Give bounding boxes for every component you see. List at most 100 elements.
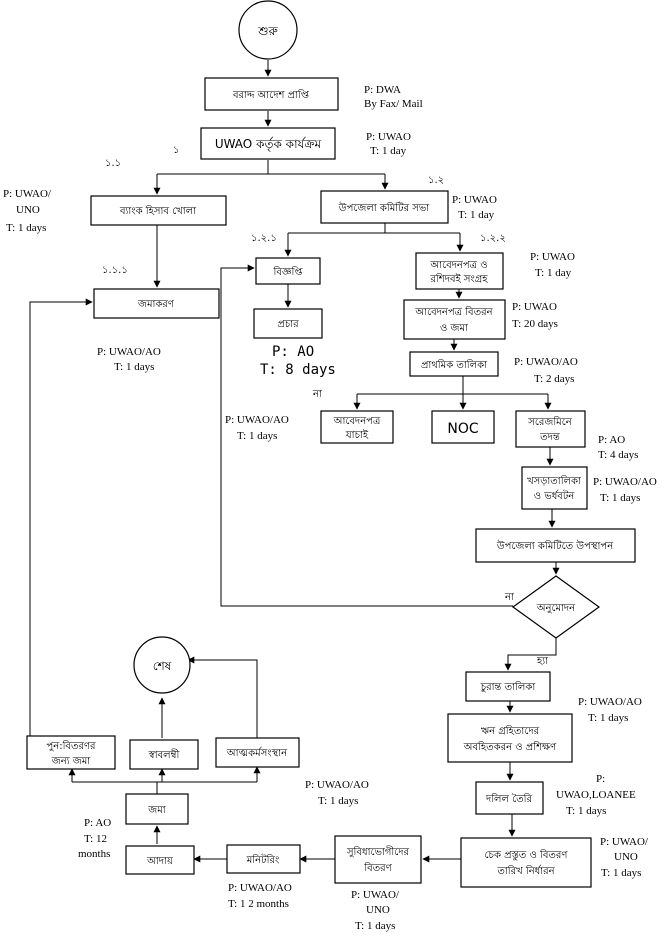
inform-train-label-2: অবহিতকরন ও প্রশিক্ষণ bbox=[463, 741, 557, 753]
note-benef-t: T: 1 days bbox=[355, 920, 395, 932]
connectors bbox=[29, 60, 560, 863]
note-deed-p2: UWAO,LOANEE bbox=[556, 789, 636, 801]
field-investigation-label-2: তদন্ত bbox=[539, 432, 561, 443]
cheque-label-1: চেক প্রস্তুত ও বিতরণ bbox=[485, 849, 569, 861]
note-draft-p: P: UWAO/AO bbox=[593, 476, 657, 488]
node-primary-list: প্রাথমিক তালিকা bbox=[409, 351, 499, 377]
upazila-meeting-label: উপজেলা কমিটির সভা bbox=[338, 201, 431, 214]
beneficiary-distribution-label-2: বিতরণ bbox=[363, 862, 392, 874]
self-employment-label: আত্মকর্মসংস্থান bbox=[226, 747, 288, 759]
note-dist-t: T: 20 days bbox=[512, 318, 558, 330]
field-investigation-label-1: সরেজমিনে bbox=[527, 416, 573, 428]
note-verify-t: T: 1 days bbox=[237, 430, 277, 442]
distribute-forms-label-1: আবেদনপত্র বিতরন bbox=[414, 306, 493, 318]
bank-account-label: ব্যাংক হিসাব খোলা bbox=[119, 205, 197, 217]
note-cheque-t: T: 1 days bbox=[601, 867, 641, 879]
note-meet-t: T: 1 day bbox=[458, 209, 495, 221]
note-redis-t: T: 1 days bbox=[318, 795, 358, 807]
distribute-forms-label-2: ও জমা bbox=[440, 323, 469, 334]
node-uwao-activity: UWAO কর্তৃক কার্যক্রম bbox=[200, 127, 336, 160]
note-bank-t: T: 1 days bbox=[6, 222, 46, 234]
note-uwao1-p: P: UWAO bbox=[366, 131, 411, 143]
node-end: শেষ bbox=[133, 636, 191, 694]
node-collection: আদায় bbox=[125, 845, 195, 875]
note-benef-p2: UNO bbox=[366, 904, 390, 916]
note-deposit-p: P: UWAO/AO bbox=[97, 346, 161, 358]
note-primary-t: T: 2 days bbox=[534, 373, 574, 385]
note-deed-p1: P: bbox=[596, 773, 605, 785]
deposit-2-label: জমা bbox=[147, 805, 166, 816]
note-cheque-p1: P: UWAO/ bbox=[600, 836, 649, 848]
note-collect-ao-t2: months bbox=[78, 848, 110, 860]
collection-label: আদায় bbox=[146, 856, 174, 867]
note-train-p: P: UWAO/AO bbox=[578, 696, 642, 708]
note-dist-p: P: UWAO bbox=[512, 301, 557, 313]
notice-label: বিজ্ঞপ্তি bbox=[272, 266, 303, 278]
node-allocation-order: বরাদ্দ আদেশ প্রাপ্তি bbox=[204, 77, 339, 111]
notes: P: DWA By Fax/ Mail P: UWAO T: 1 day P: … bbox=[3, 84, 657, 932]
step-labels: ১ ১.১ ১.১.১ ১.২ ১.২.১ ১.২.২ না না হ্যা bbox=[102, 145, 549, 667]
verify-forms-label-1: আবেদনপত্র bbox=[333, 416, 381, 427]
end-label: শেষ bbox=[153, 659, 172, 673]
self-reliant-label: স্বাবলম্বী bbox=[148, 748, 180, 761]
note-dwa-p: P: DWA bbox=[364, 84, 401, 96]
step-1-1: ১.১ bbox=[105, 158, 121, 169]
branch-no-1: না bbox=[312, 389, 323, 400]
node-distribute-forms: আবেদনপত্র বিতরন ও জমা bbox=[403, 299, 506, 340]
allocation-order-label: বরাদ্দ আদেশ প্রাপ্তি bbox=[232, 89, 310, 101]
note-train-t: T: 1 days bbox=[588, 712, 628, 724]
deposit-label: জমাকরণ bbox=[137, 299, 175, 310]
note-verify-p: P: UWAO/AO bbox=[225, 414, 289, 426]
note-meet-p: P: UWAO bbox=[452, 194, 497, 206]
note-collect-t: T: 1 day bbox=[535, 267, 572, 279]
note-deposit-t: T: 1 days bbox=[114, 361, 154, 373]
note-cheque-p2: UNO bbox=[614, 851, 638, 863]
node-publicity: প্রচার bbox=[253, 308, 323, 339]
inform-train-label-1: ঋন গ্রহিতাদের bbox=[481, 725, 540, 737]
node-approval: অনুমোদন bbox=[511, 575, 601, 639]
node-field-investigation: সরেজমিনে তদন্ত bbox=[515, 410, 586, 448]
publicity-label: প্রচার bbox=[277, 319, 299, 330]
draft-list-label-2: ও ভর্ধবটন bbox=[534, 489, 576, 502]
node-noc: NOC bbox=[431, 410, 495, 444]
note-dwa-t: By Fax/ Mail bbox=[364, 98, 423, 110]
primary-list-label: প্রাথমিক তালিকা bbox=[421, 359, 488, 371]
node-notice: বিজ্ঞপ্তি bbox=[255, 257, 321, 285]
note-monitor-t: T: 1 2 months bbox=[228, 898, 289, 910]
step-1-2-1: ১.২.১ bbox=[251, 233, 277, 244]
branch-yes: হ্যা bbox=[536, 656, 549, 667]
redistribution-label-2: জন্য জমা bbox=[51, 756, 91, 767]
beneficiary-distribution-label-1: সুবিধাভোগীদের bbox=[346, 845, 410, 858]
node-self-reliant: স্বাবলম্বী bbox=[129, 739, 199, 770]
note-uwao1-t: T: 1 day bbox=[370, 145, 407, 157]
note-field-t: T: 4 days bbox=[598, 449, 638, 461]
node-draft-list: খসড়াতালিকা ও ভর্ধবটন bbox=[521, 466, 588, 510]
step-1: ১ bbox=[173, 145, 180, 156]
note-field-p: P: AO bbox=[598, 434, 625, 446]
node-present-committee: উপজেলা কমিটিতে উপস্থাপন bbox=[475, 528, 636, 563]
final-list-label: চুরান্ত তালিকা bbox=[480, 681, 537, 693]
node-upazila-meeting: উপজেলা কমিটির সভা bbox=[320, 190, 449, 224]
node-deposit-2: জমা bbox=[125, 793, 189, 825]
note-bank-p2: UNO bbox=[16, 204, 40, 216]
note-deed-t: T: 1 days bbox=[566, 805, 606, 817]
node-start: শুরু bbox=[238, 0, 298, 60]
note-collect-p: P: UWAO bbox=[530, 251, 575, 263]
node-bank-account: ব্যাংক হিসাব খোলা bbox=[90, 195, 227, 226]
step-1-2: ১.২ bbox=[428, 175, 444, 186]
approval-label: অনুমোদন bbox=[536, 603, 576, 614]
cheque-label-2: তারিখ নির্ধারন bbox=[496, 865, 555, 877]
node-cheque: চেক প্রস্তুত ও বিতরণ তারিখ নির্ধারন bbox=[460, 837, 592, 888]
verify-forms-label-2: যাচাই bbox=[345, 429, 369, 441]
branch-no-2: না bbox=[504, 592, 515, 603]
note-draft-t: T: 1 days bbox=[600, 492, 640, 504]
node-beneficiary-distribution: সুবিধাভোগীদের বিতরণ bbox=[334, 835, 422, 884]
node-verify-forms: আবেদনপত্র যাচাই bbox=[320, 410, 394, 444]
note-collect-ao-p: P: AO bbox=[84, 817, 111, 829]
node-final-list: চুরান্ত তালিকা bbox=[465, 671, 551, 702]
note-monitor-p: P: UWAO/AO bbox=[228, 882, 292, 894]
prepare-deed-label: দলিল তৈরি bbox=[485, 793, 533, 805]
note-primary-p: P: UWAO/AO bbox=[514, 356, 578, 368]
collect-forms-label-2: রশিদবই সংগ্রহ bbox=[429, 273, 488, 285]
